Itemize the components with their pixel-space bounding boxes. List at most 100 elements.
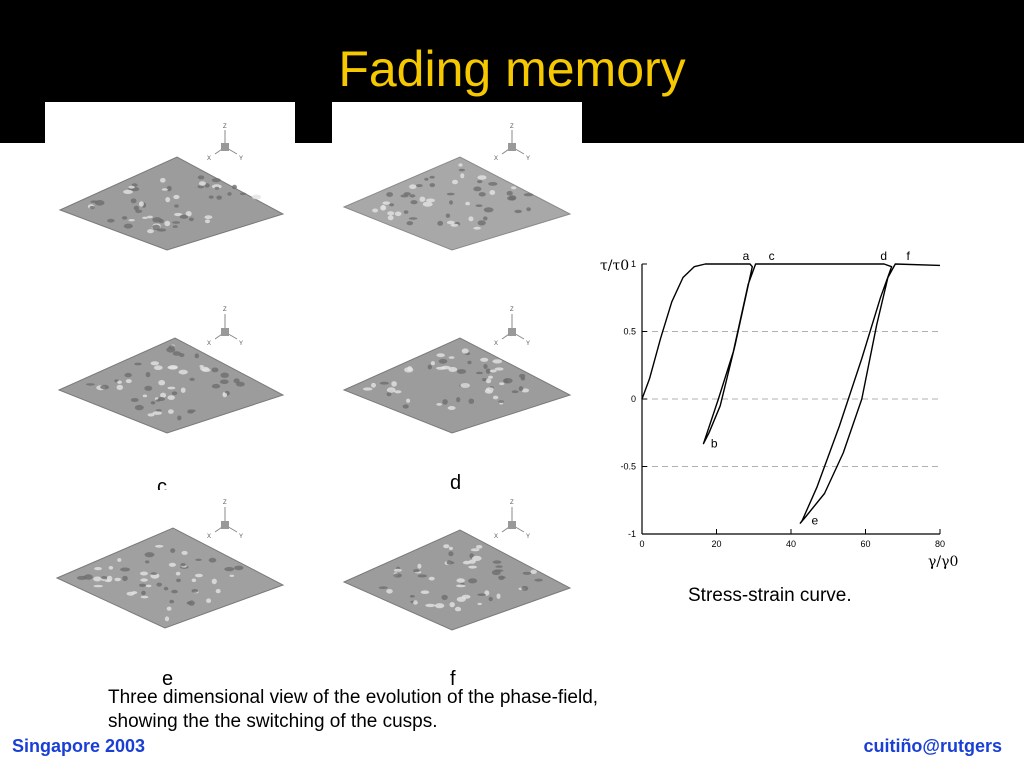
- surface-cusp: [156, 582, 162, 587]
- surface-cusp: [437, 220, 444, 226]
- surface-cusp: [172, 351, 181, 356]
- surface-cusp: [172, 225, 178, 228]
- surface-cusp: [222, 392, 228, 398]
- surface-cusp: [185, 211, 192, 217]
- surface-cusp: [403, 210, 409, 214]
- surface-cusp: [140, 571, 148, 576]
- surface-cusp: [491, 569, 501, 576]
- surface-cusp: [506, 190, 513, 196]
- surface-cusp: [194, 573, 203, 578]
- surface-cusp: [454, 606, 462, 612]
- surface-cusp: [391, 381, 397, 387]
- surface-cusp: [170, 548, 176, 553]
- surface-cusp: [394, 390, 402, 394]
- surface-cusp: [402, 404, 409, 409]
- surface-cusp: [371, 382, 376, 388]
- surface-cusp: [211, 367, 219, 373]
- surface-cusp: [214, 186, 220, 190]
- surface-cusp: [165, 197, 171, 203]
- surface-cusp: [140, 578, 148, 582]
- surface-cusp: [116, 384, 124, 390]
- surface-cusp: [166, 606, 172, 611]
- surface-cusp: [409, 595, 415, 598]
- surface-cusp: [498, 400, 504, 403]
- surface-cusp: [381, 204, 386, 210]
- surface-cusp: [413, 600, 418, 605]
- surface-cusp: [488, 375, 493, 379]
- surface-cusp: [164, 616, 170, 622]
- surface-cusp: [167, 365, 178, 370]
- surface-cusp: [161, 188, 168, 191]
- series-line: [641, 263, 941, 524]
- surface-cusp: [428, 576, 435, 581]
- surface-cusp: [195, 558, 202, 561]
- surface-cusp: [164, 220, 171, 227]
- surface-cusp: [133, 205, 140, 211]
- surface-cusp: [229, 574, 235, 577]
- surface-cusp: [130, 398, 139, 402]
- surface-cusp: [174, 212, 183, 217]
- panel-label-d: d: [450, 472, 462, 494]
- svg-text:Z: Z: [510, 500, 514, 506]
- surface-cusp: [425, 603, 436, 608]
- surface-cusp: [507, 196, 516, 201]
- surface-cusp: [101, 576, 108, 580]
- surface-cusp: [141, 590, 146, 596]
- surface-cusp: [456, 578, 465, 583]
- surface-cusp: [156, 228, 167, 232]
- surface-cusp: [409, 184, 417, 189]
- surface-cusp: [492, 359, 503, 364]
- surface-cusp: [449, 602, 455, 608]
- svg-text:Z: Z: [223, 124, 227, 130]
- surface-cusp: [526, 207, 531, 212]
- curve-point-label: c: [769, 249, 775, 263]
- axis-triad-icon: Z X Y: [494, 500, 530, 540]
- surface-cusp: [387, 211, 395, 216]
- chart-caption: Stress-strain curve.: [688, 585, 852, 606]
- svg-text:Z: Z: [223, 307, 227, 313]
- surface-cusp: [448, 356, 455, 359]
- surface-cusp: [167, 395, 175, 400]
- y-axis-label: τ/τ0: [600, 258, 629, 274]
- surface-cusp: [447, 406, 456, 410]
- surface-cusp: [483, 364, 488, 369]
- surface-cusp: [180, 387, 186, 393]
- surface-cusp: [436, 353, 445, 358]
- svg-text:X: X: [494, 341, 498, 347]
- surface-cusp: [426, 198, 435, 203]
- surface-cusp: [462, 560, 471, 565]
- surface-cusp: [160, 177, 166, 183]
- surface-cusp: [83, 574, 93, 580]
- surface-cusp: [147, 413, 155, 417]
- surface-cusp: [494, 367, 504, 371]
- surface-cusp: [485, 387, 494, 392]
- surface-cusp: [189, 377, 195, 381]
- surface-cusp: [415, 184, 423, 188]
- surface-cusp: [468, 565, 477, 569]
- surface-cusp: [518, 386, 524, 392]
- surface-cusp: [406, 398, 411, 403]
- surface-cusp: [145, 584, 152, 588]
- svg-text:Y: Y: [239, 534, 243, 540]
- surface-cusp: [232, 184, 237, 190]
- surface-cusp: [424, 177, 429, 181]
- surface-cusp: [114, 577, 121, 582]
- surface-cusp: [498, 575, 505, 581]
- surface-cusp: [448, 551, 454, 557]
- surface-cusp: [511, 390, 519, 394]
- surface-cusp: [171, 589, 178, 594]
- surface-cusp: [204, 215, 213, 220]
- surface-cusp: [408, 217, 418, 220]
- surface-cusp: [178, 369, 188, 375]
- svg-text:Y: Y: [239, 156, 243, 162]
- surface-cusp: [142, 216, 148, 219]
- surface-cusp: [163, 586, 169, 591]
- surface-cusp: [145, 560, 150, 564]
- surface-cusp: [168, 345, 175, 350]
- surface-cusp: [456, 584, 466, 588]
- svg-text:Z: Z: [510, 307, 514, 313]
- surface-cusp: [362, 387, 373, 391]
- surface-cusp: [440, 365, 451, 370]
- surface-cusp: [443, 544, 450, 549]
- surface-cusp: [477, 220, 486, 226]
